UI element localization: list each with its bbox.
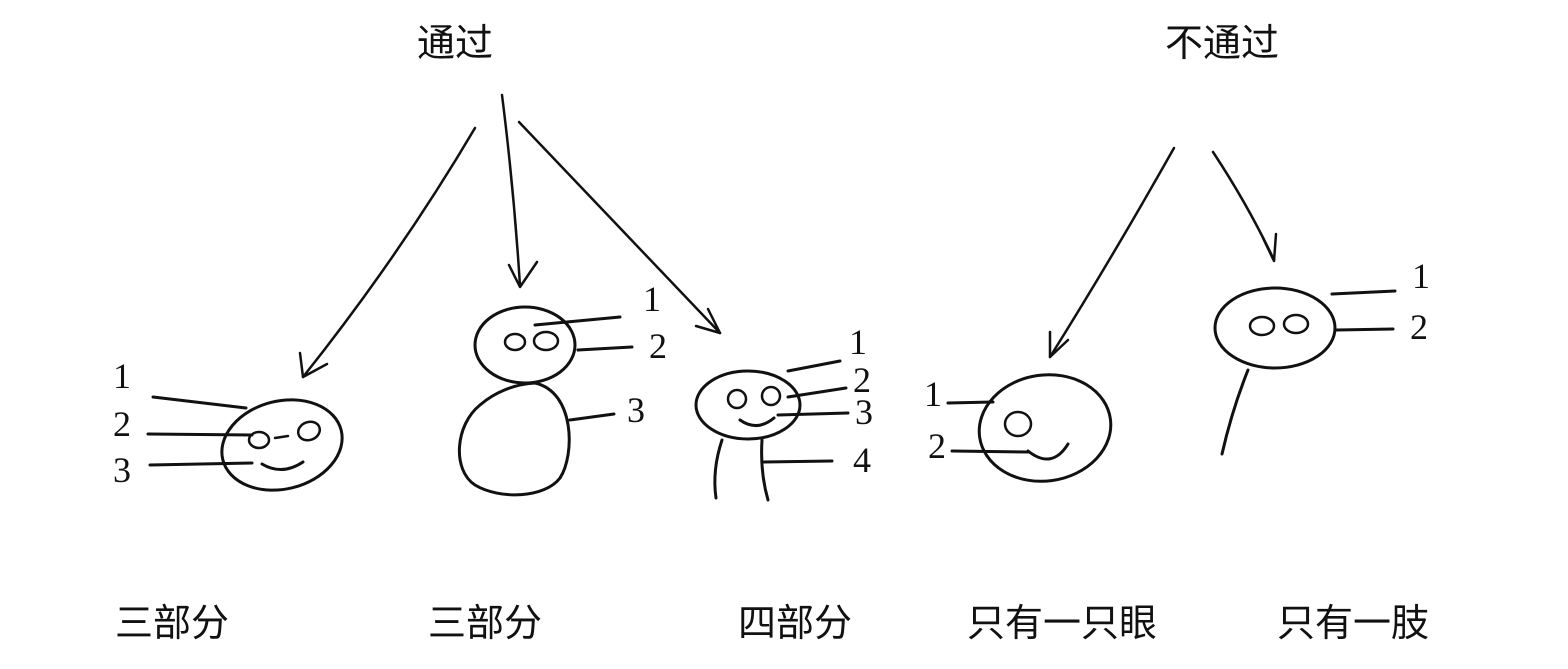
figure-2-label-1: 1	[643, 279, 661, 319]
figure-3-head	[694, 369, 802, 441]
figure-5-right-eye	[1282, 313, 1310, 335]
header-pass: 通过	[417, 21, 493, 65]
arrow-pass-to-figure-1	[298, 126, 477, 379]
figure-1-label-1: 1	[113, 356, 131, 396]
figure-3-mouth	[738, 416, 776, 427]
figure-3-left-eye	[726, 388, 748, 410]
figure-3-label-4: 4	[853, 440, 871, 480]
figure-5-limb	[1220, 368, 1250, 456]
figure-3-right-eye	[760, 385, 782, 407]
figure-1-head	[220, 398, 344, 492]
figure-5-head	[1213, 286, 1337, 370]
figure-4-caption: 只有一只眼	[967, 601, 1157, 645]
figure-5-label-1: 1	[1412, 256, 1430, 296]
figure-2-label-2: 2	[649, 326, 667, 366]
figure-4-mouth	[1026, 442, 1070, 461]
figure-4-label-2: 2	[928, 426, 946, 466]
figure-4-head	[977, 373, 1113, 483]
arrow-fail-to-figure-5	[1211, 150, 1278, 263]
figure-4-label-1: 1	[924, 374, 942, 414]
figure-1-right-eye	[296, 420, 322, 442]
figure-3-right-limb	[760, 438, 770, 502]
figure-3-label-2: 2	[853, 360, 871, 400]
figure-3-caption: 四部分	[738, 601, 852, 645]
figure-3-label-3: 3	[855, 392, 873, 432]
arrow-fail-to-figure-4	[1048, 146, 1176, 359]
figure-3-label-1: 1	[849, 322, 867, 362]
arrow-pass-to-figure-2	[500, 93, 539, 289]
figure-2-right-eye	[532, 330, 560, 352]
figure-2-left-eye	[503, 332, 527, 352]
figure-5-caption: 只有一肢	[1277, 601, 1429, 645]
figure-5-left-eye	[1248, 315, 1276, 337]
figure-2-label-3: 3	[627, 390, 645, 430]
figure-1-label-2: 2	[113, 404, 131, 444]
figure-1: 1 2 3 三部分	[113, 356, 344, 645]
figure-5: 1 2 只有一肢	[1213, 256, 1430, 645]
figure-1-left-eye	[247, 430, 271, 450]
figure-3-left-limb	[713, 438, 724, 500]
figure-4-eye	[1003, 410, 1033, 438]
figure-5-label-2: 2	[1410, 307, 1428, 347]
figure-2-body	[457, 381, 571, 497]
figure-2: 1 2 3 三部分	[428, 279, 667, 645]
figure-3: 1 2 3 4 四部分	[694, 322, 873, 645]
figure-1-label-3: 3	[113, 450, 131, 490]
figure-4: 1 2 只有一只眼	[924, 373, 1157, 645]
figure-1-mouth	[260, 460, 305, 471]
figure-1-caption: 三部分	[115, 601, 229, 645]
header-fail: 不通过	[1165, 21, 1279, 65]
arrow-pass-to-figure-3	[517, 120, 722, 335]
figure-2-caption: 三部分	[428, 601, 542, 645]
